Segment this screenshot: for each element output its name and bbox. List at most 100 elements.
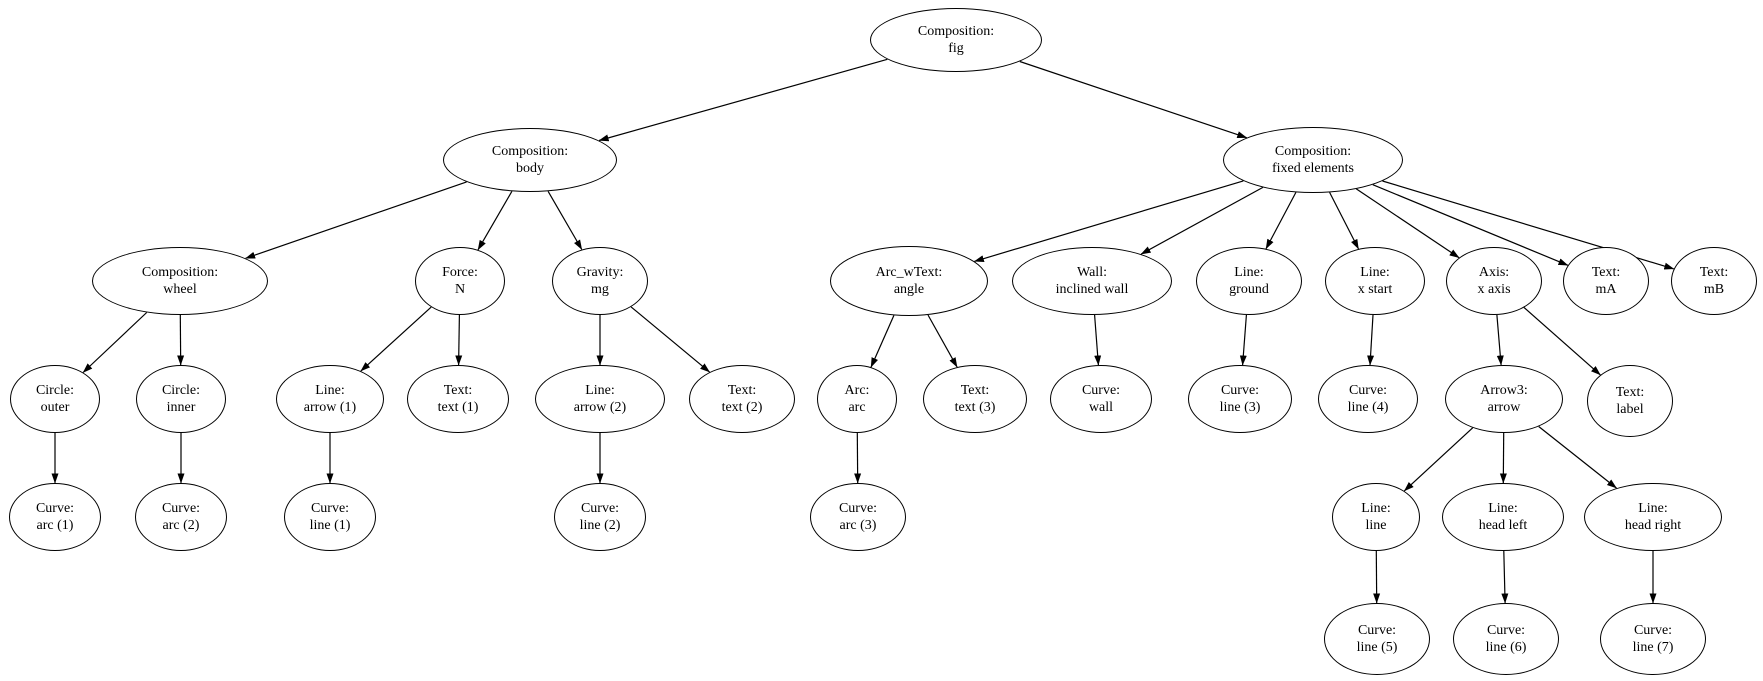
edge-fixed-to-ground <box>1265 192 1297 250</box>
node-curve-arc-3: Curve:arc (3) <box>810 483 906 551</box>
node-label: mB <box>1703 282 1725 297</box>
node-label: Line: <box>1638 500 1668 516</box>
node-label: Curve: <box>1348 382 1388 398</box>
node-label: Composition: <box>1274 143 1352 159</box>
node-label: inclined wall <box>1055 282 1129 297</box>
node-curve-line-4: Curve: line (4) <box>1318 365 1418 433</box>
node-text-text-1: Text:text (1) <box>407 365 509 433</box>
node-label: line (1) <box>309 518 351 533</box>
node-label: Text: <box>1699 264 1729 280</box>
node-composition-wheel: Composition:wheel <box>92 247 268 315</box>
node-arrow3-arrow: Arrow3: arrow <box>1445 365 1563 433</box>
node-label: line (5) <box>1356 640 1398 655</box>
node-text-text-2: Text: text (2) <box>689 365 795 433</box>
node-text-text-3: Text:text (3) <box>923 365 1027 433</box>
node-label: Curve: <box>161 500 201 516</box>
node-label: outer <box>40 400 70 415</box>
node-label: Curve: <box>310 500 350 516</box>
node-composition-body: Composition:body <box>443 128 617 192</box>
node-label: Arc_wText: <box>875 264 943 280</box>
node-label: head left <box>1478 518 1528 533</box>
node-label: Curve: <box>1081 382 1121 398</box>
node-label: line (7) <box>1632 640 1674 655</box>
edge-fig-to-fixed <box>1019 60 1248 139</box>
node-label: Arrow3: <box>1480 382 1528 398</box>
node-label: wheel <box>163 282 197 297</box>
node-label: Line: <box>1488 500 1518 516</box>
node-label: x axis <box>1477 282 1511 297</box>
node-curve-line-7: Curve: line (7) <box>1600 603 1706 675</box>
node-label: arc <box>848 400 866 415</box>
node-label: line (4) <box>1347 400 1389 415</box>
node-line-arrow-2: Line:arrow (2) <box>535 365 665 433</box>
node-label: text (2) <box>721 400 763 415</box>
node-label: Arc: <box>844 382 870 398</box>
edge-arc_wtext-to-arc <box>870 315 895 368</box>
node-curve-line-5: Curve:line (5) <box>1324 603 1430 675</box>
node-label: line <box>1365 518 1387 533</box>
edge-force_n-to-arrow1 <box>360 306 432 372</box>
node-label: Wall: <box>1077 264 1107 280</box>
node-curve-arc-2: Curve: arc (2) <box>135 483 227 551</box>
node-label: label <box>1616 402 1644 417</box>
node-line-x-start: Line:x start <box>1325 247 1425 315</box>
node-label: N <box>454 282 466 297</box>
edge-fig-to-body <box>598 58 888 142</box>
node-line-arrow-1: Line:arrow (1) <box>276 365 384 433</box>
node-label: body <box>516 161 544 176</box>
node-label: Curve: <box>580 500 620 516</box>
node-label: Circle: <box>35 382 75 398</box>
node-curve-wall: Curve: wall <box>1050 365 1152 433</box>
node-wall-inclined-wall: Wall: inclined wall <box>1012 247 1172 315</box>
node-text-ma: Text:mA <box>1563 247 1649 315</box>
node-label: Circle: <box>161 382 201 398</box>
node-curve-arc-1: Curve: arc (1) <box>9 483 101 551</box>
node-label: fig <box>948 41 964 56</box>
edge-body-to-wheel <box>245 181 467 259</box>
node-label: line (3) <box>1219 400 1261 415</box>
edge-arrow3-to-head_right <box>1538 426 1617 489</box>
node-label: wall <box>1088 400 1114 415</box>
node-label: angle <box>893 282 925 297</box>
node-label: Text: <box>727 382 757 398</box>
node-label: Curve: <box>838 500 878 516</box>
edge-fixed-to-wall <box>1140 186 1264 255</box>
node-label: arc (2) <box>162 518 200 533</box>
edge-wheel-to-outer <box>82 312 148 373</box>
edge-arrow3-to-line_node <box>1403 427 1474 492</box>
node-line-line: Line:line <box>1332 483 1420 551</box>
node-label: Text: <box>960 382 990 398</box>
node-label: arrow (2) <box>573 400 627 415</box>
node-label: ground <box>1229 282 1269 297</box>
node-label: arrow <box>1487 400 1521 415</box>
node-text-mb: Text: mB <box>1671 247 1757 315</box>
edge-ground-to-line3 <box>1239 314 1247 366</box>
node-curve-line-3: Curve: line (3) <box>1188 365 1292 433</box>
node-label: Gravity: <box>576 264 624 280</box>
node-circle-outer: Circle: outer <box>10 365 100 433</box>
node-label: text (1) <box>437 400 479 415</box>
node-label: Curve: <box>1220 382 1260 398</box>
node-label: Text: <box>1615 384 1645 400</box>
node-label: Curve: <box>1633 622 1673 638</box>
node-label: Composition: <box>917 23 995 39</box>
node-label: head right <box>1624 518 1682 533</box>
edge-fixed-to-axis <box>1355 188 1460 259</box>
edge-axis-to-label <box>1523 307 1601 376</box>
node-label: fixed elements <box>1271 161 1355 176</box>
edge-arc_wtext-to-text3 <box>927 314 958 368</box>
node-arc-wtext-angle: Arc_wText:angle <box>830 246 988 316</box>
node-label: Curve: <box>1486 622 1526 638</box>
node-label: mA <box>1595 282 1617 297</box>
edge-x_start-to-line4 <box>1367 314 1375 366</box>
node-circle-inner: Circle:inner <box>136 365 226 433</box>
node-composition-fixed-elements: Composition: fixed elements <box>1223 127 1403 193</box>
node-gravity-mg: Gravity:mg <box>552 247 648 315</box>
node-label: line (2) <box>579 518 621 533</box>
edge-fixed-to-text_ma <box>1372 184 1569 266</box>
node-label: arc (1) <box>36 518 74 533</box>
edge-fixed-to-x_start <box>1329 192 1360 250</box>
node-label: Curve: <box>35 500 75 516</box>
